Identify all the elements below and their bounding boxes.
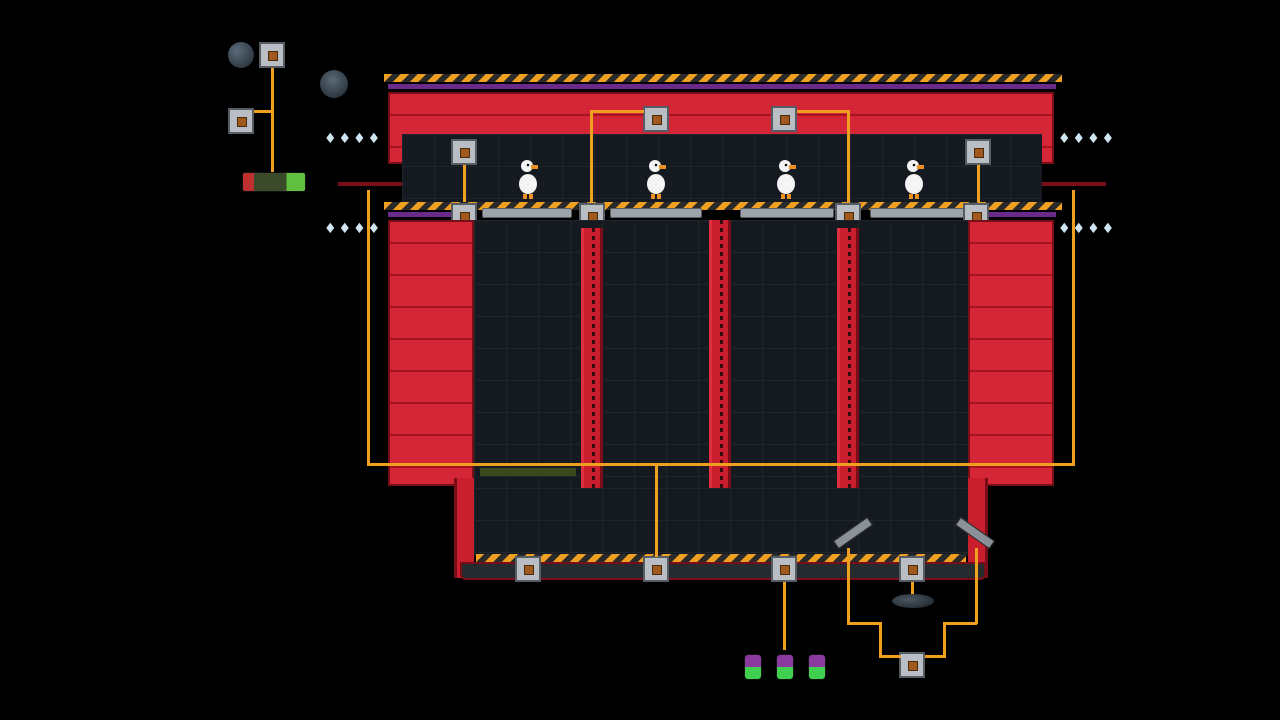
wire xyxy=(911,582,914,596)
lower-frame-left xyxy=(454,478,474,578)
trim xyxy=(388,212,472,217)
grenade-icon[interactable] xyxy=(808,654,826,680)
wire xyxy=(943,622,946,658)
hazard-stripe xyxy=(476,554,966,562)
duck-icon[interactable] xyxy=(774,158,796,199)
spike-icon: ♦♦♦♦ xyxy=(324,221,383,237)
spawner-block[interactable] xyxy=(259,42,285,68)
spawner-block[interactable] xyxy=(771,556,797,582)
wire xyxy=(463,165,466,205)
wire xyxy=(783,582,786,650)
wire xyxy=(367,463,1075,466)
wire xyxy=(977,165,980,205)
laser-gun-icon[interactable] xyxy=(242,172,306,192)
wire xyxy=(1072,190,1075,466)
wire xyxy=(847,548,850,624)
pillar xyxy=(837,228,859,564)
duck-icon[interactable] xyxy=(516,158,538,199)
platform[interactable] xyxy=(482,208,572,218)
platform[interactable] xyxy=(740,208,834,218)
wire xyxy=(943,622,977,625)
cannon-icon[interactable] xyxy=(314,64,354,104)
right-wall xyxy=(968,220,1054,486)
rail-left xyxy=(338,182,402,186)
spawner-block[interactable] xyxy=(643,556,669,582)
hazard-stripe xyxy=(384,202,1062,210)
spike-icon: ♦♦♦♦ xyxy=(1058,131,1117,147)
spawner-block[interactable] xyxy=(515,556,541,582)
duck-icon[interactable] xyxy=(902,158,924,199)
spike-icon: ♦♦♦♦ xyxy=(324,131,383,147)
spawner-block[interactable] xyxy=(899,652,925,678)
bottom-floor xyxy=(460,562,986,580)
wire xyxy=(847,622,881,625)
pillar xyxy=(709,220,731,564)
spawner-block[interactable] xyxy=(228,108,254,134)
spawner-block[interactable] xyxy=(643,106,669,132)
lower-room xyxy=(474,488,968,556)
trim xyxy=(972,212,1056,217)
trim xyxy=(388,84,1056,89)
spawner-block[interactable] xyxy=(965,139,991,165)
wire xyxy=(271,68,274,173)
spawner-block[interactable] xyxy=(899,556,925,582)
wire xyxy=(590,110,644,113)
spike-icon: ♦♦♦♦ xyxy=(1058,221,1117,237)
wire xyxy=(590,110,593,206)
upper-room xyxy=(402,134,1042,202)
wire xyxy=(925,655,945,658)
rail-right xyxy=(1042,182,1106,186)
bomb-icon[interactable] xyxy=(228,42,254,68)
left-wall xyxy=(388,220,474,486)
spawner-block[interactable] xyxy=(451,139,477,165)
wire xyxy=(367,190,370,466)
pillar xyxy=(581,228,603,564)
moss-ledge xyxy=(480,468,576,476)
wire xyxy=(252,110,272,113)
wire xyxy=(879,622,882,658)
wire xyxy=(879,655,901,658)
mine-icon[interactable] xyxy=(892,594,934,608)
grenade-icon[interactable] xyxy=(744,654,762,680)
platform[interactable] xyxy=(610,208,702,218)
wire xyxy=(975,548,978,624)
duck-icon[interactable] xyxy=(644,158,666,199)
wire xyxy=(797,110,849,113)
grenade-icon[interactable] xyxy=(776,654,794,680)
platform[interactable] xyxy=(870,208,964,218)
wire xyxy=(655,463,658,557)
wire xyxy=(847,110,850,206)
hazard-stripe xyxy=(384,74,1062,82)
spawner-block[interactable] xyxy=(771,106,797,132)
